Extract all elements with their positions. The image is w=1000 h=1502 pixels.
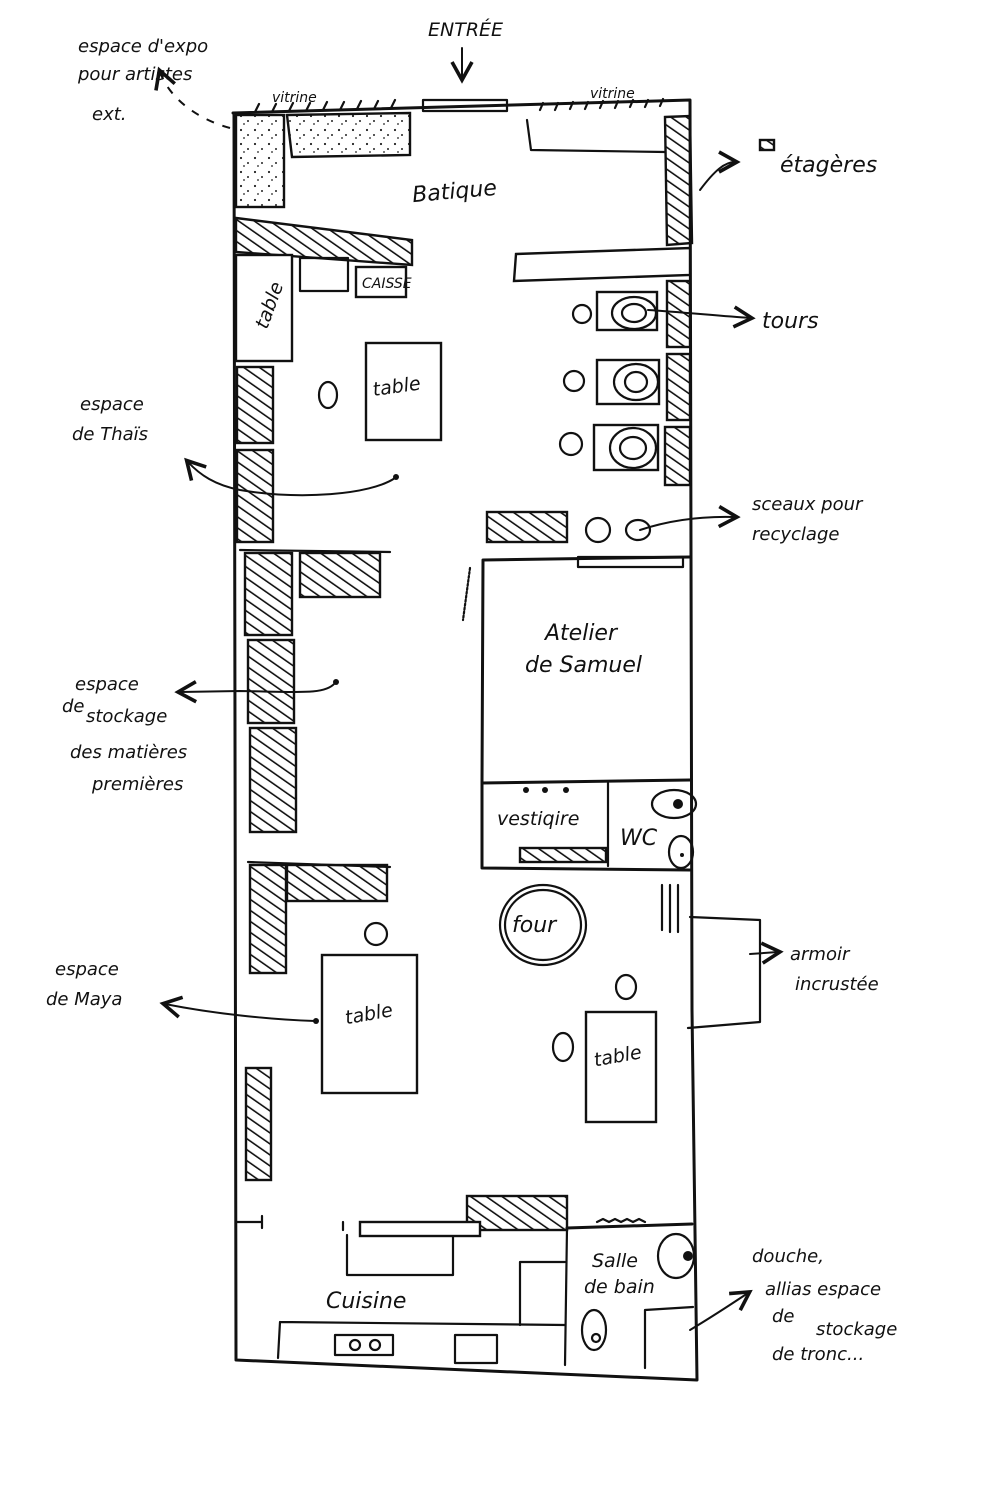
annotation-stockage-line1: espace: [75, 674, 139, 695]
caisse: [354, 265, 408, 299]
boutique-partition-left: [234, 216, 414, 267]
annotation-stockage-line2: de: [62, 696, 85, 717]
annotation-expo-line2: pour artistes: [77, 64, 192, 85]
table-thais: [364, 341, 443, 442]
entrance-door: [421, 98, 509, 113]
vertical-rack: [660, 883, 680, 934]
table-side-thais: [234, 253, 294, 363]
annotation-douche-line4: stockage: [816, 1319, 897, 1340]
annotation-douche-line2: allias espace: [765, 1279, 881, 1300]
room-label-vestiaire: vestiqire: [497, 808, 579, 830]
annotation-etageres: étagères: [699, 138, 877, 191]
recycling-shelf: [485, 510, 569, 544]
annotation-stockage: espace de stockage des matières première…: [62, 674, 339, 795]
storage-maya: [244, 860, 392, 1182]
annotation-etageres-label: étagères: [780, 153, 877, 178]
recycling-bucket-1: [584, 516, 612, 544]
table-right: [584, 1010, 658, 1124]
room-label-four: four: [512, 913, 558, 938]
annotation-douche: douche, allias espace de stockage de tro…: [689, 1246, 897, 1365]
room-label-atelier-1: Atelier: [543, 621, 619, 646]
pottery-wheels: [558, 290, 661, 472]
annotation-thais: espace de Thaïs: [72, 394, 399, 497]
annotation-stockage-line3: stockage: [86, 706, 167, 727]
annotation-seaux-line1: sceaux pour: [752, 494, 864, 515]
vitrine-right-marks: [538, 97, 665, 112]
annotation-armoire-line1: armoir: [790, 944, 851, 965]
storage-raw-materials: [238, 548, 392, 834]
stool: [317, 380, 339, 410]
vitrine-left-marks: [253, 98, 397, 114]
annotation-douche-line1: douche,: [752, 1246, 824, 1267]
annotation-expo: espace d'expo pour artistes ext.: [77, 36, 208, 125]
expo-space: [154, 66, 412, 209]
annotation-armoire-line2: incrustée: [795, 974, 879, 995]
room-label-sdb-1: Salle: [592, 1250, 638, 1272]
shelves-right-top: [663, 114, 694, 247]
annotation-seaux-line2: recyclage: [752, 524, 839, 545]
stool-maya: [363, 921, 389, 947]
entrance-label: ENTRÉE: [428, 18, 503, 41]
room-label-cuisine: Cuisine: [326, 1289, 406, 1314]
stool-right-1: [614, 973, 638, 1001]
stool-right-2: [551, 1031, 575, 1063]
room-label-sdb-2: de bain: [584, 1276, 655, 1298]
annotation-expo-line3: ext.: [92, 104, 127, 125]
annotation-maya: espace de Maya: [46, 959, 319, 1024]
room-label-wc: WC: [620, 826, 658, 851]
annotation-tours-label: tours: [762, 309, 819, 334]
annotation-armoire: armoir incrustée: [749, 941, 879, 995]
annotation-stockage-line5: premières: [91, 774, 183, 795]
built-in-cabinet: [686, 915, 762, 1030]
annotation-expo-line1: espace d'expo: [78, 36, 208, 57]
counter-box: [298, 256, 350, 293]
annotation-stockage-line4: des matières: [70, 742, 187, 763]
annotation-thais-line1: espace: [80, 394, 144, 415]
table-maya: [320, 953, 419, 1095]
room-label-atelier-2: de Samuel: [525, 653, 642, 678]
shelf-thais-1: [235, 365, 275, 445]
kitchen: [234, 1194, 694, 1367]
outer-walls: [231, 98, 699, 1382]
annotation-maya-line2: de Maya: [46, 989, 122, 1010]
room-label-boutique: Batique: [411, 176, 498, 208]
annotation-douche-line3: de: [772, 1306, 795, 1327]
vitrine-label-left: vitrine: [272, 90, 317, 106]
annotation-maya-line1: espace: [55, 959, 119, 980]
recycling-bucket-2: [624, 518, 652, 542]
vestiaire-wc: [480, 781, 698, 872]
annotation-douche-line5: de tronc...: [772, 1344, 864, 1365]
shelf-tours-3: [663, 425, 692, 487]
boutique-partition-right: [512, 246, 692, 283]
annotation-seaux: sceaux pour recyclage: [639, 494, 864, 545]
vitrine-shelf: [525, 118, 667, 154]
bathroom: [580, 1232, 696, 1370]
annotation-tours: tours: [647, 305, 819, 334]
kiln: [498, 883, 588, 967]
shelf-tours-2: [665, 352, 692, 422]
shelf-thais-2: [235, 448, 275, 544]
shelf-tours-1: [665, 279, 692, 349]
caisse-label: CAISSE: [362, 276, 412, 292]
vitrine-label-right: vitrine: [590, 86, 635, 102]
annotation-thais-line2: de Thaïs: [72, 424, 148, 445]
